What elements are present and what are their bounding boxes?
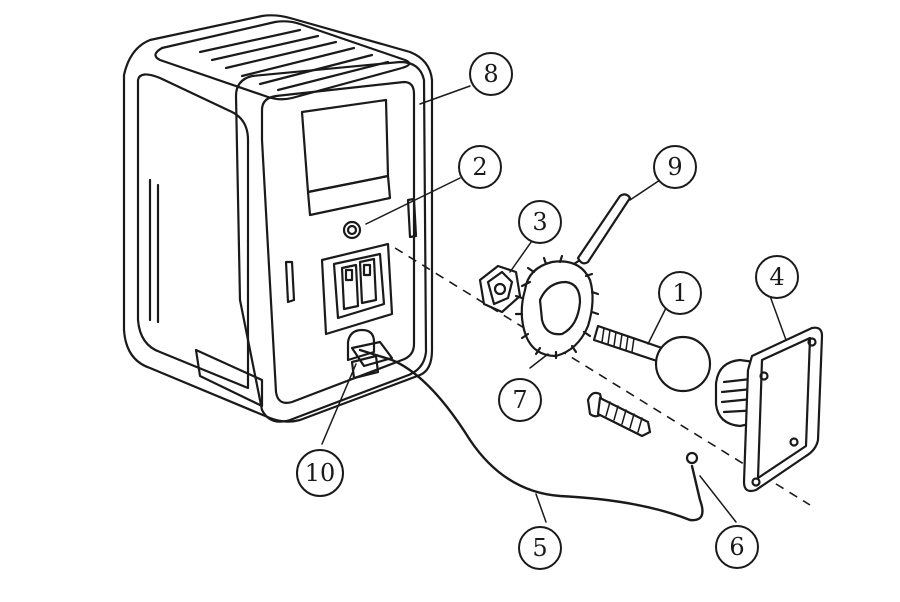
callout-1-label: 1 (672, 279, 687, 307)
assembly-axis (394, 247, 811, 506)
callout-3-label: 3 (532, 208, 547, 236)
screw (586, 391, 652, 438)
callout-5: 5 (518, 526, 562, 570)
nut (478, 264, 522, 314)
cable (350, 340, 704, 522)
callout-4-label: 4 (769, 263, 784, 291)
callout-3: 3 (518, 200, 562, 244)
housing (122, 14, 434, 423)
base-plate (714, 326, 824, 493)
callout-8-label: 8 (483, 60, 498, 88)
ring-nut (514, 254, 600, 360)
callout-6-label: 6 (729, 533, 744, 561)
callout-10-label: 10 (305, 459, 336, 487)
callout-1: 1 (658, 271, 702, 315)
callout-9: 9 (653, 145, 697, 189)
callout-2-label: 2 (472, 153, 487, 181)
callout-7: 7 (498, 378, 542, 422)
rod (592, 324, 712, 393)
callout-7-label: 7 (512, 386, 527, 414)
callout-2: 2 (458, 145, 502, 189)
pin (576, 193, 632, 265)
callout-5-label: 5 (532, 534, 547, 562)
callout-9-label: 9 (667, 153, 682, 181)
callout-10: 10 (296, 449, 344, 497)
callout-6: 6 (715, 525, 759, 569)
callout-8: 8 (469, 52, 513, 96)
callout-4: 4 (755, 255, 799, 299)
leader-lines (321, 85, 787, 523)
